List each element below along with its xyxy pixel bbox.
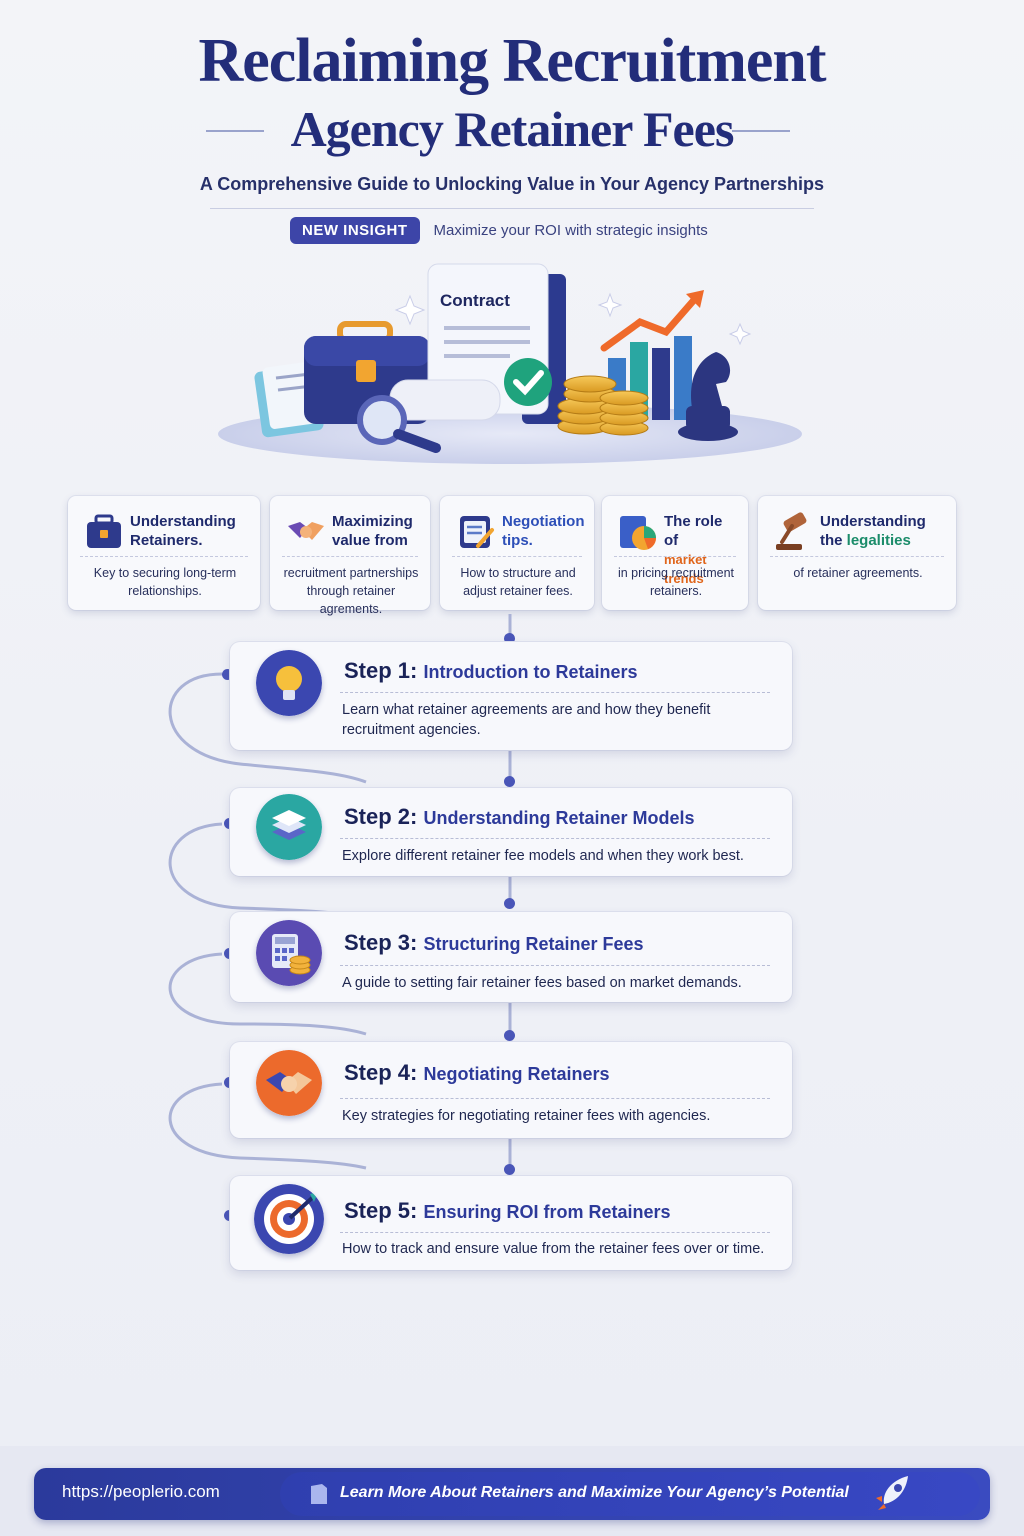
step-heading: Structuring Retainer Fees (423, 934, 644, 954)
step-number: Step 2: (344, 804, 418, 829)
card-description: How to structure and adjust retainer fee… (460, 566, 576, 598)
topic-cards: Understanding Retainers. Key to securing… (68, 496, 960, 616)
step-description: Explore different retainer fee models an… (342, 848, 744, 864)
card-title: Maximizing value from (332, 513, 413, 549)
topic-card[interactable]: Negotiation tips. How to structure and a… (440, 496, 594, 610)
connector-dot (222, 669, 233, 680)
pie-chart-icon (620, 516, 656, 550)
topic-card[interactable]: Maximizing value from recruitment partne… (270, 496, 430, 616)
step-title: Step 3: Structuring Retainer Fees (344, 930, 644, 956)
step-heading: Introduction to Retainers (423, 662, 638, 682)
layers-icon (256, 794, 322, 860)
learn-more-label: Learn More About Retainers and Maximize … (340, 1484, 849, 1501)
contract-label: Contract (440, 291, 510, 310)
connector-dot (504, 776, 515, 787)
clipboard-icon (460, 516, 494, 548)
card-description: of retainer agreements. (793, 566, 923, 580)
step-heading: Understanding Retainer Models (423, 808, 695, 828)
card-description: recruitment partnerships through retaine… (283, 566, 419, 616)
connector-dot (504, 1030, 515, 1041)
check-icon (504, 358, 552, 406)
calculator-icon (256, 920, 322, 986)
sparkle-icon (394, 294, 426, 326)
title-rule-right (732, 130, 790, 132)
topic-card[interactable]: The role of market trends in pricing rec… (602, 496, 748, 610)
connector-dot (504, 1164, 515, 1175)
website-link[interactable]: https://peoplerio.com (62, 1482, 220, 1501)
insight-text: Maximize your ROI with strategic insight… (433, 221, 708, 239)
step-number: Step 1: (344, 658, 418, 683)
step-description: Key strategies for negotiating retainer … (342, 1108, 711, 1124)
lightbulb-icon (256, 650, 322, 716)
step-title: Step 2: Understanding Retainer Models (344, 804, 695, 830)
new-insight-badge: NEW INSIGHT (290, 216, 420, 244)
briefcase-icon (87, 514, 121, 548)
insight-row: NEW INSIGHT Maximize your ROI with strat… (290, 216, 708, 244)
topic-card[interactable]: Understanding Retainers. Key to securing… (68, 496, 260, 610)
step-heading: Negotiating Retainers (423, 1064, 610, 1084)
step-description: How to track and ensure value from the r… (342, 1241, 765, 1257)
step-card-1[interactable]: Step 1: Introduction to Retainers Learn … (230, 642, 792, 750)
step-heading: Ensuring ROI from Retainers (423, 1202, 671, 1222)
title-rule-left (206, 130, 264, 132)
handshake-icon (288, 522, 324, 540)
card-title: The role of market trends (664, 512, 740, 588)
step-description: Learn what retainer agreements are and h… (342, 702, 711, 738)
step-title: Step 5: Ensuring ROI from Retainers (344, 1198, 671, 1224)
topic-card[interactable]: Understanding the legalities of retainer… (758, 496, 956, 610)
step-card-3[interactable]: Step 3: Structuring Retainer Fees A guid… (230, 912, 792, 1002)
step-title: Step 4: Negotiating Retainers (344, 1060, 610, 1086)
card-title-text: Understanding the (820, 513, 926, 549)
sparkle-icon (728, 322, 752, 346)
card-description: in pricing recruitment retainers. (617, 566, 734, 598)
connector-dot (504, 898, 515, 909)
magnifier-icon (357, 395, 441, 453)
step-card-2[interactable]: Step 2: Understanding Retainer Models Ex… (230, 788, 792, 876)
step-card-5[interactable]: Step 5: Ensuring ROI from Retainers How … (230, 1176, 792, 1270)
page-title-line-1: Reclaiming Recruitment (198, 27, 826, 95)
chess-knight-icon (678, 352, 738, 441)
learn-more-button[interactable]: Learn More About Retainers and Maximize … (280, 1472, 980, 1516)
connector-dot (224, 818, 235, 829)
step-card-4[interactable]: Step 4: Negotiating Retainers Key strate… (230, 1042, 792, 1138)
coins-icon (557, 375, 649, 436)
footer-bar: https://peoplerio.com Learn More About R… (34, 1468, 990, 1520)
connector-dot (224, 1077, 235, 1088)
card-title-text: The role of (664, 513, 723, 549)
connector-dot (504, 633, 515, 644)
step-description: A guide to setting fair retainer fees ba… (342, 975, 742, 991)
step-number: Step 5: (344, 1198, 418, 1223)
card-title: Understanding Retainers. (130, 513, 236, 549)
card-description: Key to securing long-term relationships. (93, 566, 237, 598)
hero-illustration: Contract (218, 263, 802, 464)
handshake-icon (256, 1050, 322, 1116)
step-title: Step 1: Introduction to Retainers (344, 658, 638, 684)
card-title-accent: market trends (664, 552, 707, 586)
page-title-line-2: Agency Retainer Fees (290, 101, 735, 157)
connector-dot (224, 1210, 235, 1221)
card-title: Understanding the legalities (820, 512, 948, 550)
sparkle-icon (597, 292, 623, 318)
step-number: Step 4: (344, 1060, 418, 1085)
gavel-icon (776, 512, 807, 550)
folder-icon (311, 1484, 327, 1504)
connector-dot (224, 948, 235, 959)
card-title: Negotiation tips. (502, 513, 585, 549)
page-subtitle: A Comprehensive Guide to Unlocking Value… (199, 174, 825, 194)
card-title-accent: legalities (846, 532, 911, 549)
rocket-icon (876, 1476, 908, 1510)
target-icon (254, 1184, 324, 1254)
subtitle-divider (210, 208, 814, 209)
step-number: Step 3: (344, 930, 418, 955)
